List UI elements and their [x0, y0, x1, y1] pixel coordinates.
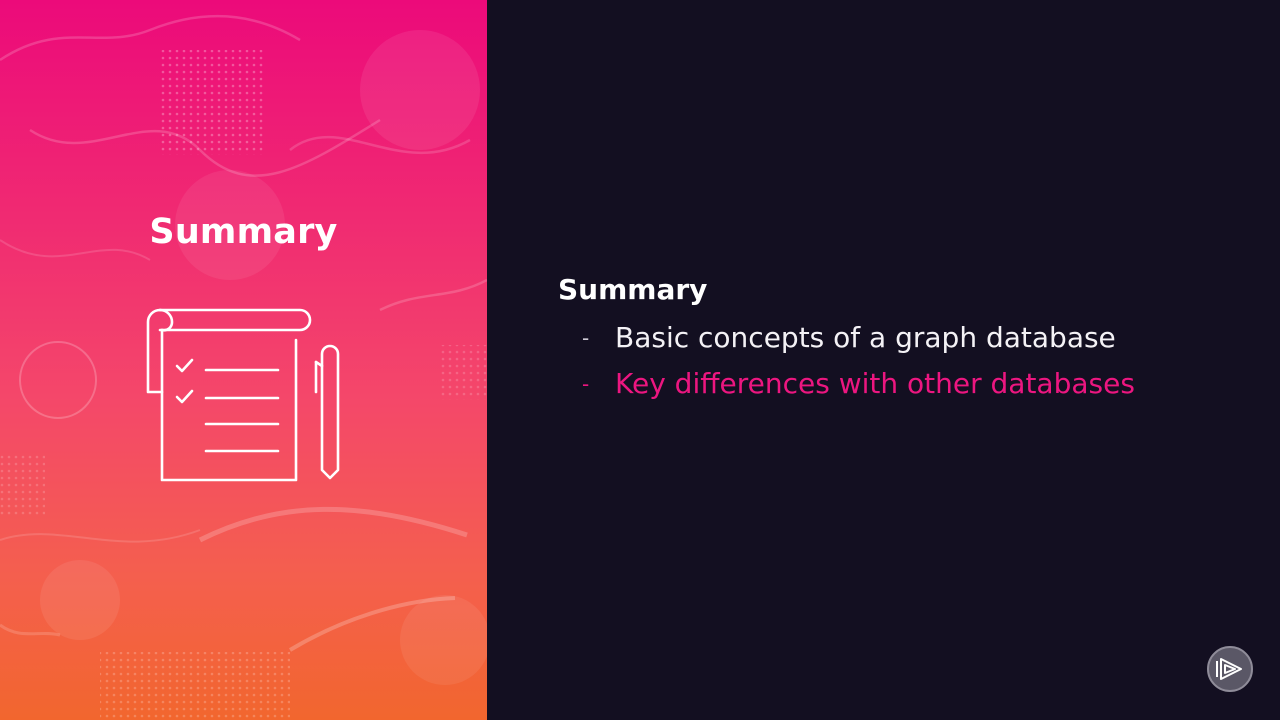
left-panel-title: Summary: [149, 212, 338, 252]
checklist-icon: [146, 308, 340, 482]
bullet-dash: -: [582, 326, 590, 350]
left-title-panel: Summary: [0, 0, 487, 720]
pluralsight-play-logo-icon[interactable]: [1207, 646, 1253, 692]
bullet-item-key-differences: - Key differences with other databases: [582, 364, 1135, 410]
bullet-text: Key differences with other databases: [615, 367, 1135, 400]
bullet-text: Basic concepts of a graph database: [615, 321, 1116, 354]
decorative-background-pattern: [0, 14, 487, 720]
summary-heading: Summary: [558, 273, 708, 306]
bullet-dash: -: [582, 372, 590, 396]
play-triangle-icon: [1216, 658, 1242, 680]
right-content-panel: [487, 0, 1280, 720]
summary-bullet-list: - Basic concepts of a graph database - Key…: [582, 318, 1135, 410]
bullet-item-basic-concepts: - Basic concepts of a graph database: [582, 318, 1135, 364]
